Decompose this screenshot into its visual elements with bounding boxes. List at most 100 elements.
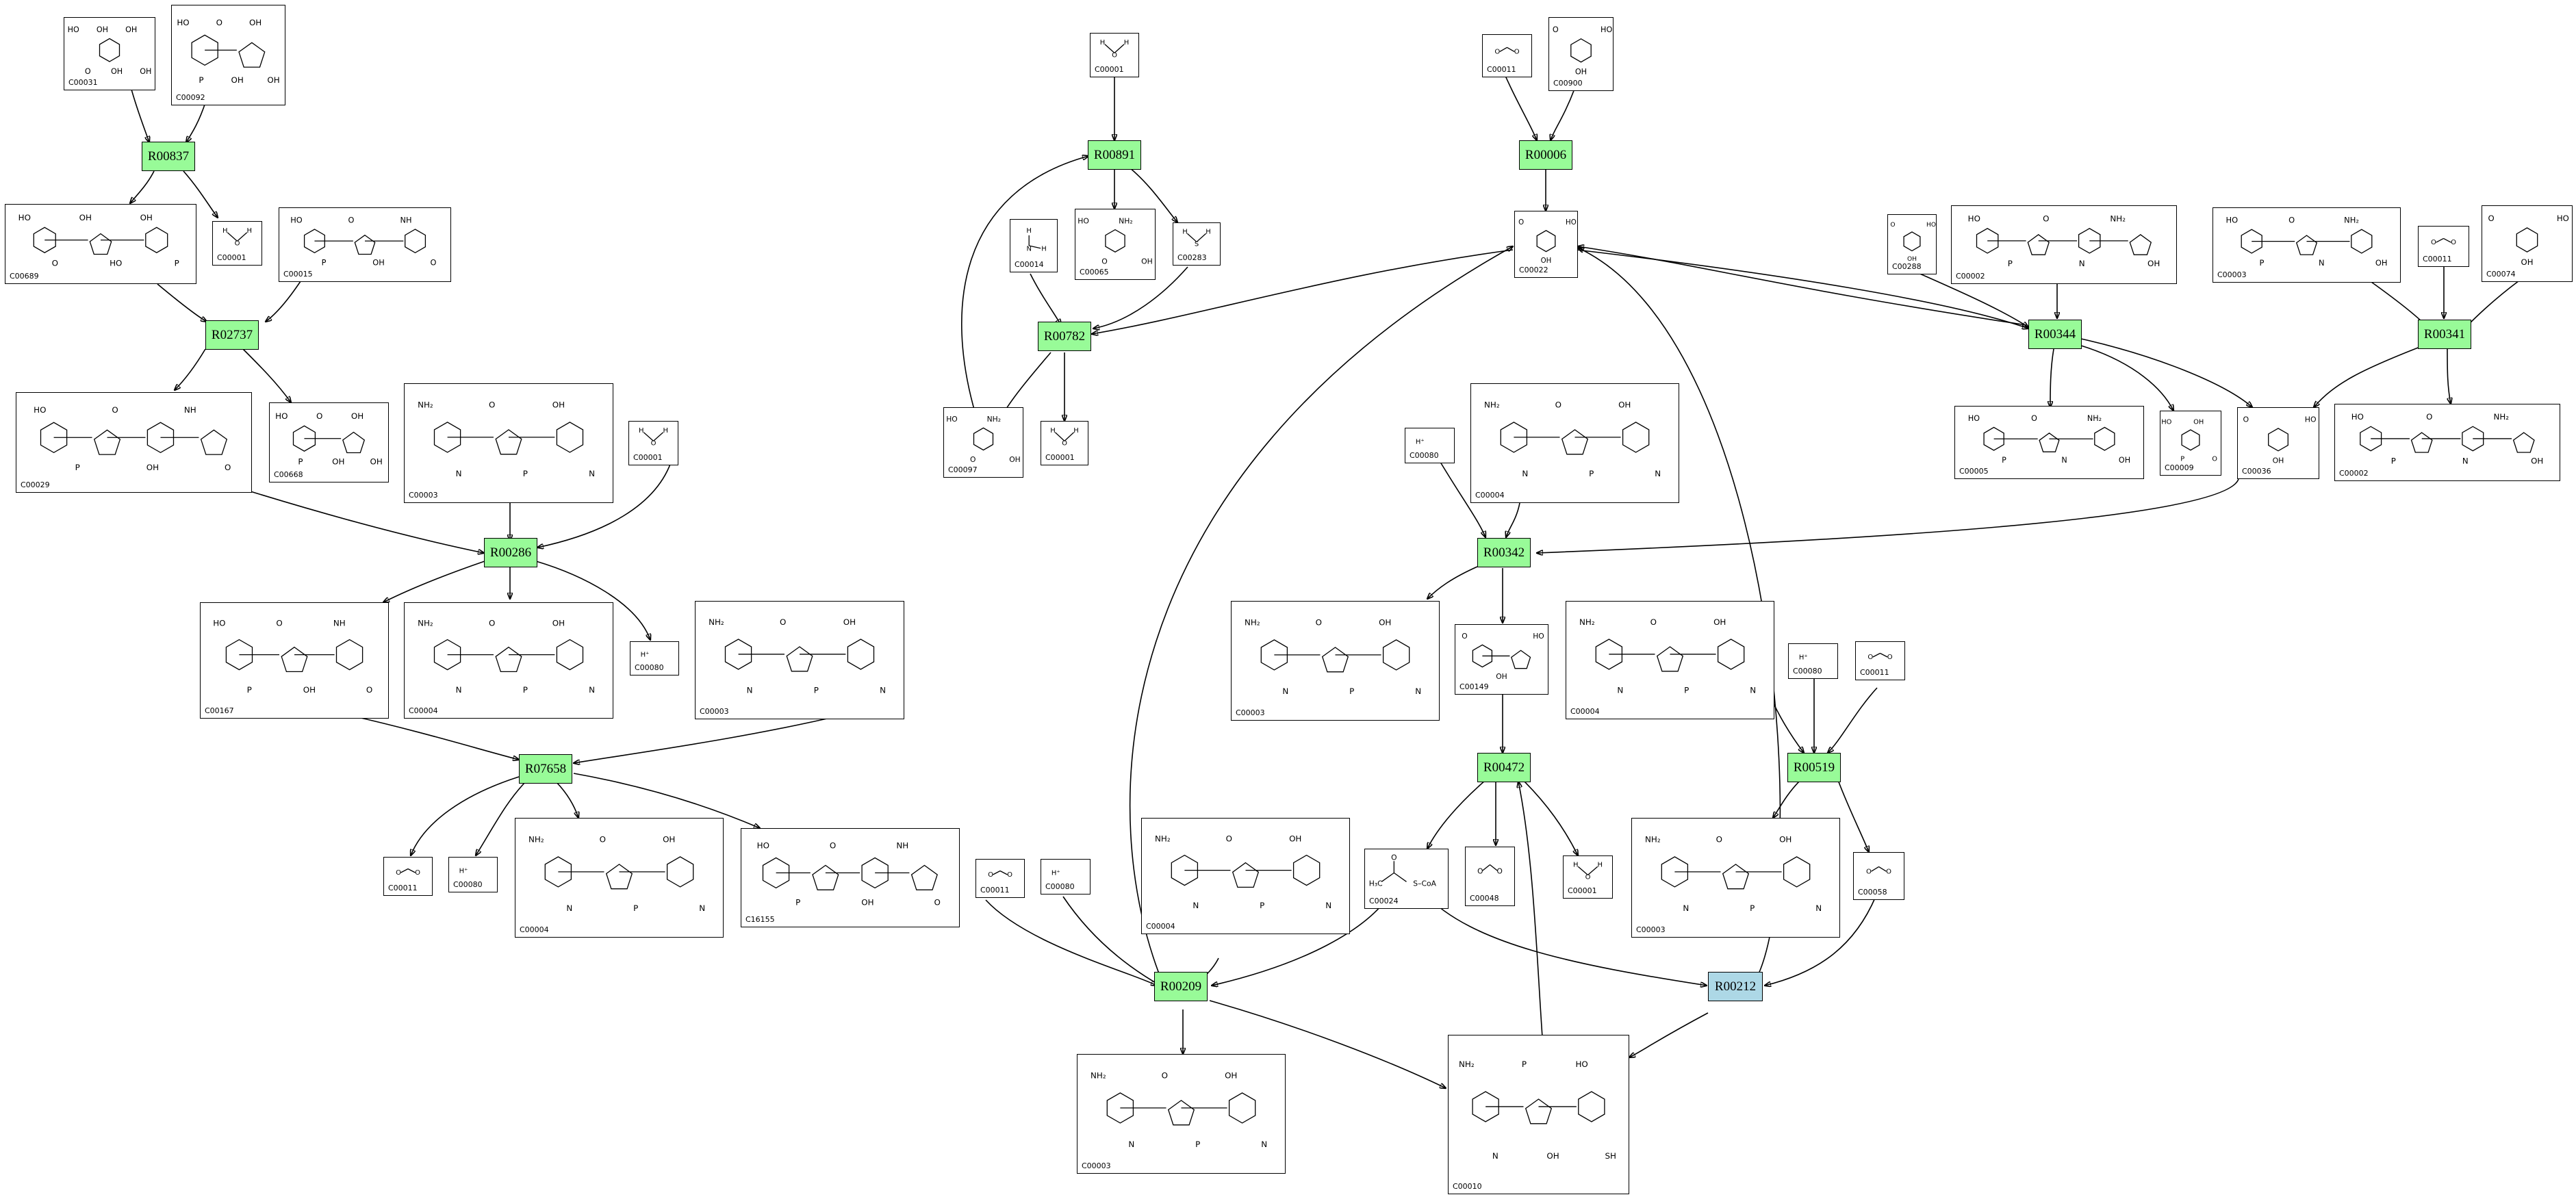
compound-box[interactable]: H⁺C00080: [1788, 643, 1838, 679]
atom-label: H: [1124, 39, 1130, 47]
reaction-R00891[interactable]: R00891: [1088, 140, 1141, 170]
compound-id: C00058: [1858, 888, 1887, 897]
reaction-R00472[interactable]: R00472: [1477, 753, 1531, 782]
compound-box[interactable]: H⁺C00080: [630, 641, 679, 675]
atom-label: O: [112, 405, 118, 415]
reaction-R00341[interactable]: R00341: [2418, 320, 2471, 349]
reaction-R00212[interactable]: R00212: [1708, 972, 1763, 1001]
ring: [1171, 854, 1199, 886]
atom-label: P: [322, 257, 327, 267]
edge: [1030, 273, 1061, 325]
reaction-R00782[interactable]: R00782: [1038, 322, 1091, 351]
compound-id: C00009: [2165, 463, 2194, 472]
atom-label: O: [1162, 1071, 1168, 1081]
edge: [1773, 780, 1801, 818]
reaction-R02737[interactable]: R02737: [205, 320, 259, 350]
atom-label: H₃C: [1369, 879, 1383, 888]
reaction-R00519[interactable]: R00519: [1787, 753, 1841, 782]
compound-id: C00011: [1487, 65, 1516, 74]
atom-label: P: [1750, 903, 1755, 913]
compound-id: C00080: [453, 880, 483, 889]
ring: [1232, 862, 1260, 888]
edge: [175, 348, 206, 390]
reaction-R07658[interactable]: R07658: [519, 754, 572, 784]
ring: [2512, 432, 2535, 453]
ring: [2241, 229, 2262, 254]
atom-label: H: [1597, 861, 1603, 868]
compound-id: C00003: [1636, 925, 1666, 934]
atom-label: P: [1195, 1140, 1200, 1149]
ring: [40, 422, 68, 454]
atom-label: OH: [351, 411, 364, 421]
atom-label: N: [1522, 469, 1528, 478]
reaction-R00209[interactable]: R00209: [1154, 972, 1208, 1001]
reaction-R00286[interactable]: R00286: [484, 538, 537, 567]
compound-box[interactable]: H⁺C00080: [448, 857, 498, 892]
atom-label: OH: [861, 898, 873, 908]
reaction-R00344[interactable]: R00344: [2028, 320, 2082, 349]
compound-id: C00048: [1470, 894, 1499, 903]
atom-label: P: [523, 685, 528, 695]
atom-label: NH₂: [418, 400, 433, 410]
compound-box[interactable]: H⁺C00080: [1405, 428, 1455, 463]
compound-box[interactable]: H⁺C00080: [1041, 859, 1091, 894]
reaction-R00006[interactable]: R00006: [1519, 140, 1572, 170]
reaction-R00342[interactable]: R00342: [1477, 538, 1531, 567]
edge: [1506, 502, 1520, 537]
compound-id: C00002: [2339, 469, 2369, 478]
reaction-R00837[interactable]: R00837: [142, 142, 195, 171]
compound-id: C00004: [1570, 707, 1600, 716]
atom-label: H: [1100, 39, 1106, 47]
